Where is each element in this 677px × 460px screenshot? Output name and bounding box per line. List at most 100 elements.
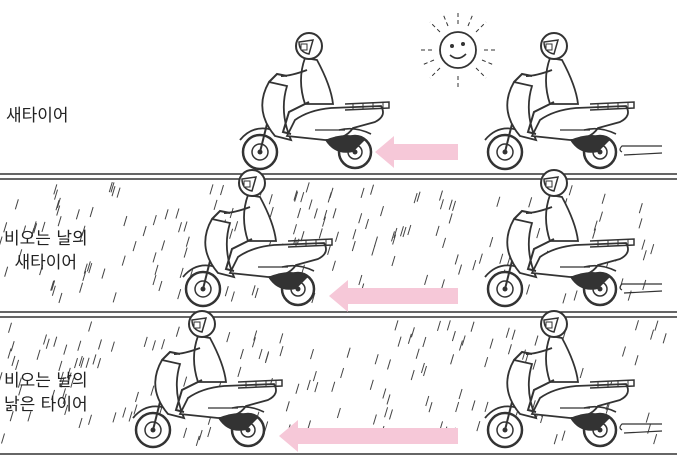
rain-streak xyxy=(642,240,645,250)
rain-streak xyxy=(639,218,642,228)
panel-label-line: 비오는 날의 xyxy=(4,227,88,251)
panel-label-line: 새타이어 xyxy=(4,251,88,275)
rain-streak xyxy=(184,248,187,258)
rain-streak xyxy=(15,199,18,209)
rain-streak xyxy=(416,349,419,359)
rain-streak xyxy=(178,289,181,299)
rain-streak xyxy=(639,203,642,213)
rain-streak xyxy=(89,415,92,425)
rain-streak xyxy=(165,209,168,219)
rain-streak xyxy=(452,331,455,341)
rain-streak xyxy=(622,347,625,357)
rain-streak xyxy=(437,321,440,331)
rain-streak xyxy=(395,320,398,330)
rain-streak xyxy=(490,339,493,349)
rain-streak xyxy=(8,323,11,333)
rain-streak xyxy=(235,221,238,231)
rain-streak xyxy=(208,427,211,437)
rain-streak xyxy=(441,279,444,289)
rain-streak xyxy=(335,232,338,242)
rain-streak xyxy=(580,368,583,378)
rain-streak xyxy=(333,208,336,218)
rain-streak xyxy=(411,327,414,337)
rain-streak xyxy=(93,354,96,364)
rain-streak xyxy=(184,221,187,231)
rain-streak xyxy=(79,418,82,428)
rain-streak xyxy=(535,336,538,346)
rain-streak xyxy=(59,293,62,303)
rain-streak xyxy=(144,337,147,347)
rain-streak xyxy=(429,402,432,412)
rain-streak xyxy=(90,207,93,217)
rain-streak xyxy=(266,351,269,361)
rain-streak xyxy=(332,382,335,392)
rain-streak xyxy=(230,229,233,239)
rain-streak xyxy=(162,339,165,349)
rain-streak xyxy=(426,396,429,406)
rain-streak xyxy=(143,226,146,236)
rain-streak xyxy=(392,256,395,266)
rain-streak xyxy=(341,368,344,378)
rain-streak xyxy=(529,197,532,207)
rain-streak xyxy=(440,199,443,209)
rain-streak xyxy=(385,407,388,417)
rain-streak xyxy=(449,200,452,210)
sun-icon xyxy=(418,12,498,88)
rain-streak xyxy=(111,342,114,352)
rain-streak xyxy=(663,333,666,343)
rain-streak xyxy=(214,200,217,210)
rain-streak xyxy=(151,386,154,396)
rain-streak xyxy=(159,281,162,291)
rain-streak xyxy=(387,394,390,404)
rain-streak xyxy=(301,192,304,202)
rain-streak xyxy=(162,240,165,250)
rain-streak xyxy=(44,334,47,344)
rain-streak xyxy=(643,250,646,260)
rain-streak xyxy=(328,245,331,255)
panel-label-line: 비오는 날의 xyxy=(4,369,88,393)
rain-streak xyxy=(417,192,420,202)
rain-streak xyxy=(0,372,2,382)
rain-streak xyxy=(179,222,182,232)
rain-streak xyxy=(533,360,536,370)
rain-streak xyxy=(574,290,577,300)
rain-streak xyxy=(259,349,262,359)
rain-streak xyxy=(456,402,459,412)
rain-streak xyxy=(332,261,335,271)
rain-streak xyxy=(238,367,241,377)
rain-streak xyxy=(123,408,126,418)
rain-streak xyxy=(76,209,79,219)
rain-streak xyxy=(347,348,350,358)
rain-streak xyxy=(443,238,446,248)
rain-streak xyxy=(403,227,406,237)
scooter-rider-icon xyxy=(485,311,634,447)
rain-streak xyxy=(485,357,488,367)
rain-streak xyxy=(319,228,322,238)
panel-label-line: 새타이어 xyxy=(6,104,69,128)
rain-streak xyxy=(186,237,189,247)
panel-label-line: 낡은 타이어 xyxy=(4,393,88,417)
rain-streak xyxy=(372,246,375,256)
rain-streak xyxy=(447,320,450,330)
rain-streak xyxy=(459,341,462,351)
rain-streak xyxy=(537,228,540,238)
rain-streak xyxy=(64,345,67,355)
rain-streak xyxy=(472,400,475,410)
rain-streak xyxy=(646,413,649,423)
rain-streak xyxy=(86,358,89,368)
rain-streak xyxy=(184,377,187,387)
rain-streak xyxy=(398,337,401,347)
rain-streak xyxy=(75,358,78,368)
rain-streak xyxy=(46,339,49,349)
rain-streak xyxy=(506,328,509,338)
rain-streak xyxy=(269,194,272,204)
rain-streak xyxy=(449,213,452,223)
rain-streak xyxy=(176,209,179,219)
rain-streak xyxy=(387,359,390,369)
rain-streak xyxy=(310,349,313,359)
rain-streak xyxy=(361,188,364,198)
rain-streak xyxy=(425,275,428,285)
rain-streak xyxy=(313,371,316,381)
rain-streak xyxy=(371,185,374,195)
rain-streak xyxy=(153,275,156,285)
